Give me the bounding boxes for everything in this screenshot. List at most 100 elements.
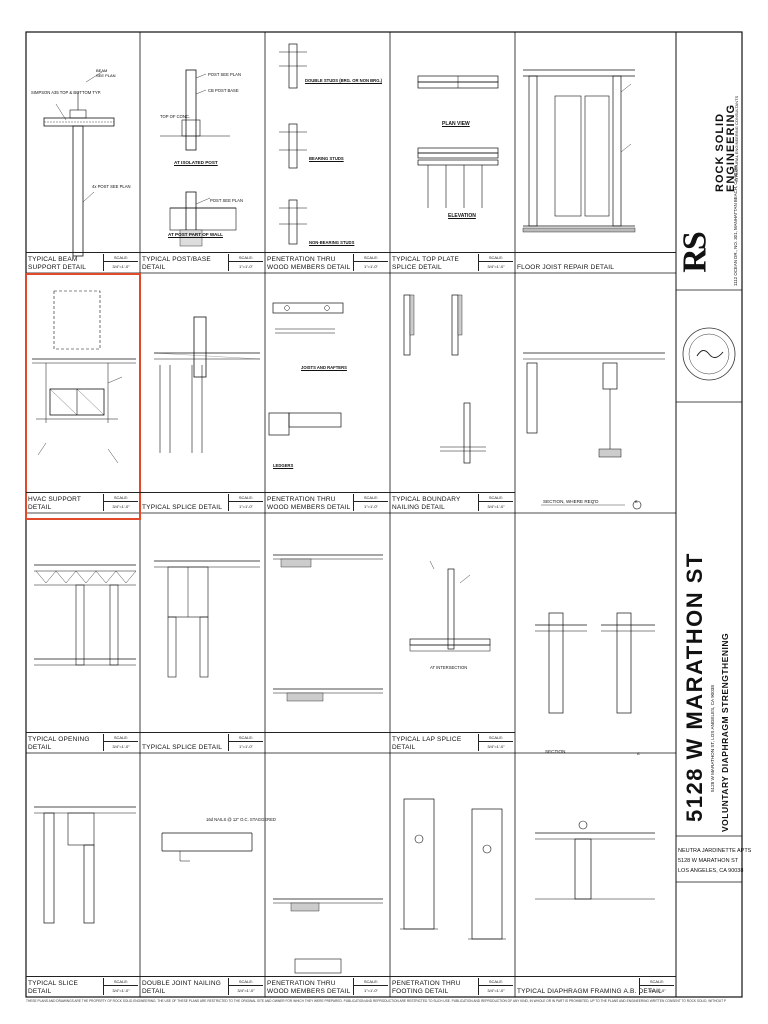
section-drawing-2 [535,612,655,762]
bearing-studs-label: BEARING STUDS [309,156,344,161]
scale-box: SCALE:3/4"=1'-0" [103,734,138,751]
joist-repair-drawing [522,69,636,233]
footing-drawing [400,798,506,940]
scale-box: SCALE:3/4"=1'-0" [639,978,674,995]
scale-box: SCALE:1"=1'-0" [353,978,388,995]
slice-drawing [34,806,136,924]
boundary-nailing-drawing [403,294,486,464]
detail-typical-splice-2[interactable]: TYPICAL SPLICE DETAIL SCALE:1"=1'-0" [140,513,265,753]
detail-penetration-wood-members-3[interactable]: PENETRATION THRU WOOD MEMBERS DETAIL SCA… [265,753,390,997]
scale-box: SCALE:3/4"=1'-0" [228,978,263,995]
scale-box: SCALE:1"=1'-0" [228,734,263,751]
detail-penetration-wood-members-2[interactable]: JOISTS AND RAFTERS LEDGERS PENETRATION T… [265,273,390,513]
penetration-drawing-3 [273,898,383,974]
detail-section-where-reqd[interactable]: SECTION, WHERE REQ'D B [515,273,676,513]
detail-section[interactable]: SECTION A [515,513,676,762]
logo-letters: RS [676,233,714,273]
top-plate-drawing [417,75,499,208]
double-joint-drawing [161,832,253,862]
strap-drawing [273,554,383,702]
scale-box: SCALE:3/4"=1'-0" [478,734,513,751]
detail-caption: PENETRATION THRU WOOD MEMBERS DETAIL [267,256,351,271]
double-studs-label: DOUBLE STUDS (BRG. OR NON BRG.) [305,78,383,83]
scale-box: SCALE:3/4"=1'-0" [478,494,513,511]
post-see-plan-note-2: POST SEE PLAN [210,198,243,203]
hvac-support-drawing [32,290,136,464]
detail-caption: TYPICAL OPENING DETAIL [28,736,90,751]
detail-caption: TYPICAL DIAPHRAGM FRAMING A.B. DETAIL [517,987,663,995]
detail-strap-nailing[interactable] [265,513,390,753]
engineer-seal [682,327,736,381]
detail-diaphragm-framing-ab[interactable]: TYPICAL DIAPHRAGM FRAMING A.B. DETAIL SC… [515,753,676,997]
splice-drawing [153,316,261,453]
title-block: RS ROCK SOLID ENGINEERING STRUCTURAL ENG… [676,32,752,997]
detail-caption: TYPICAL POST/BASE DETAIL [142,256,211,271]
project-location: 5128 W MARATHON ST, LOS ANGELES, CA 9003… [710,685,715,792]
detail-caption: TYPICAL BOUNDARY NAILING DETAIL [392,496,461,511]
svg-text:BEAM: BEAM [96,68,107,73]
penetration-drawing-2 [268,302,344,436]
svg-text:SEE PLAN: SEE PLAN [96,73,116,78]
scale-box: SCALE:1"=1'-0" [228,254,263,271]
detail-caption: FLOOR JOIST REPAIR DETAIL [517,263,615,271]
detail-caption: PENETRATION THRU WOOD MEMBERS DETAIL [267,496,351,511]
scale-box: SCALE:3/4"=1'-0" [103,494,138,511]
detail-typical-slice[interactable]: TYPICAL SLICE DETAIL SCALE:3/4"=1'-0" [26,753,140,997]
detail-penetration-wood-members[interactable]: DOUBLE STUDS (BRG. OR NON BRG.) BEARING … [265,32,390,273]
owner-line-2: 5128 W MARATHON ST [678,858,739,864]
section-marker-2: A [637,752,640,756]
plan-view-label: PLAN VIEW [442,121,470,127]
section-label: SECTION [545,749,566,754]
detail-caption: DOUBLE JOINT NAILING DETAIL [142,980,222,995]
section-drawing-1 [523,352,665,510]
detail-caption: TYPICAL SLICE DETAIL [28,980,79,995]
detail-caption: TYPICAL SPLICE DETAIL [142,743,223,751]
detail-typical-lap-splice[interactable]: AT INTERSECTION TYPICAL LAP SPLICE DETAI… [390,513,515,753]
detail-caption: TYPICAL BEAM SUPPORT DETAIL [28,256,87,271]
joists-rafters-label: JOISTS AND RAFTERS [301,365,347,370]
isolated-post-label: AT ISOLATED POST [174,160,218,165]
cb-post-base-note: CB POST BASE [208,88,239,93]
splice-drawing-2 [154,560,260,678]
detail-typical-opening[interactable]: TYPICAL OPENING DETAIL SCALE:3/4"=1'-0" [26,513,140,753]
project-title: 5128 W MARATHON ST [682,552,707,822]
project-scope: VOLUNTARY DIAPHRAGM STRENGTHENING [720,632,730,832]
scale-box: SCALE:1"=1'-0" [228,494,263,511]
elevation-label: ELEVATION [448,213,476,219]
firm-logo: RS [677,204,714,284]
detail-floor-joist-repair[interactable]: FLOOR JOIST REPAIR DETAIL [515,32,676,273]
detail-typical-splice[interactable]: TYPICAL SPLICE DETAIL SCALE:1"=1'-0" [140,273,265,513]
ledgers-label: LEDGERS [273,463,294,468]
detail-caption: HVAC SUPPORT DETAIL [28,496,81,511]
post-base-drawing [160,69,237,247]
penetration-drawing [279,43,307,245]
scale-box: SCALE:1"=1'-0" [353,254,388,271]
post-see-plan-note: POST SEE PLAN [208,72,241,77]
detail-double-joint-nailing[interactable]: 16d NAILS @ 12" O.C. STAGGERED DOUBLE JO… [140,753,276,997]
detail-caption: TYPICAL SPLICE DETAIL [142,503,223,511]
detail-penetration-footing[interactable]: PENETRATION THRU FOOTING DETAIL SCALE:3/… [390,753,515,997]
scale-box: SCALE:3/4"=1'-0" [478,978,513,995]
detail-typical-beam-support[interactable]: BEAM SEE PLAN SIMPSON A35 TOP & BOTTOM T… [26,32,140,273]
opening-drawing [34,564,137,666]
beam-support-drawing: BEAM SEE PLAN [43,68,116,257]
scale-box: SCALE:3/4"=1'-0" [478,254,513,271]
detail-caption: PENETRATION THRU FOOTING DETAIL [392,980,461,995]
lap-splice-drawing [409,560,491,652]
detail-boundary-nailing[interactable]: TYPICAL BOUNDARY NAILING DETAIL SCALE:3/… [390,273,515,513]
scale-box: SCALE:3/4"=1'-0" [103,254,138,271]
detail-hvac-support[interactable]: HVAC SUPPORT DETAIL SCALE:3/4"=1'-0" [26,273,140,513]
nails-note: 16d NAILS @ 12" O.C. STAGGERED [206,817,276,822]
at-intersection-label: AT INTERSECTION [430,665,468,670]
simpson-note: SIMPSON A35 TOP & BOTTOM TYP. [31,90,102,95]
detail-top-plate-splice[interactable]: PLAN VIEW ELEVATION TYPICAL TOP PLATE SP… [390,32,515,273]
diaphragm-framing-drawing [535,820,655,900]
detail-caption: PENETRATION THRU WOOD MEMBERS DETAIL [267,980,351,995]
detail-caption: TYPICAL LAP SPLICE DETAIL [392,736,462,751]
detail-typical-post-base[interactable]: POST SEE PLAN CB POST BASE TOP OF CONC. … [140,32,265,273]
detail-caption: TYPICAL TOP PLATE SPLICE DETAIL [392,256,459,271]
owner-line-3: LOS ANGELES, CA 90038 [678,868,744,874]
scale-box: SCALE:1"=1'-0" [353,494,388,511]
